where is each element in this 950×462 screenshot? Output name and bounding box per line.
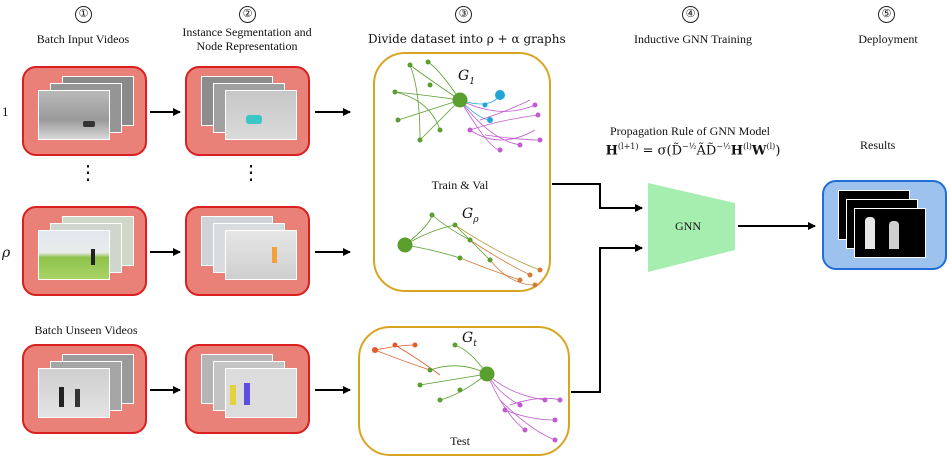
segmented-frame-snow	[225, 90, 297, 140]
results-panel	[822, 180, 947, 270]
input-video-panel-rho	[22, 206, 147, 296]
propagation-rule-title: Propagation Rule of GNN Model	[610, 124, 770, 138]
input-video-panel-1	[22, 66, 147, 156]
arrow-test-to-gnn	[571, 244, 643, 393]
segmentation-panel-rho	[185, 206, 310, 296]
segmentation-panel-1	[185, 66, 310, 156]
step4-label: Inductive GNN Training	[634, 32, 752, 46]
graph-grho-label: Gρ	[462, 206, 479, 225]
step2-number: ②	[239, 6, 256, 23]
test-label: Test	[450, 434, 470, 448]
gnn-label: GNN	[675, 219, 701, 233]
step3-label: Divide dataset into ρ + α graphs	[368, 32, 566, 46]
step1-number: ①	[75, 6, 92, 23]
test-graph-box	[358, 326, 570, 456]
row-label-rho: ρ	[2, 245, 11, 261]
results-label: Results	[860, 138, 896, 152]
graph-grho	[404, 214, 541, 286]
step5-number: ⑤	[878, 6, 895, 23]
graph-gt-label: Gt	[462, 330, 477, 349]
graph-gt	[374, 344, 561, 441]
gnn-block	[648, 183, 735, 272]
vertical-dots-col2: ⋮	[241, 162, 261, 184]
train-graph-box	[373, 52, 551, 292]
result-mask-frame	[854, 208, 926, 258]
graph-g1-label: G1	[458, 68, 475, 87]
arrow-train-to-gnn	[552, 183, 643, 212]
row-label-1: 1	[2, 104, 9, 119]
video-frame-snow	[38, 90, 110, 140]
video-frame-unseen	[38, 368, 110, 418]
train-val-label: Train & Val	[431, 178, 489, 192]
video-frame-park	[38, 230, 110, 280]
segmented-frame-park	[225, 230, 297, 280]
vertical-dots-col1: ⋮	[78, 162, 98, 184]
step3-number: ③	[455, 6, 472, 23]
step1-label: Batch Input Videos	[36, 32, 130, 46]
step4-number: ④	[682, 6, 699, 23]
step5-label: Deployment	[858, 32, 918, 46]
unseen-videos-label: Batch Unseen Videos	[34, 323, 138, 337]
propagation-formula: H(l+1) = σ(D̃−½ÃD̃−½H(l)W(l))	[605, 142, 781, 159]
segmentation-panel-unseen	[185, 344, 310, 434]
unseen-video-panel	[22, 344, 147, 434]
segmented-frame-unseen	[225, 368, 297, 418]
step2-label: Instance Segmentation and Node Represent…	[182, 25, 312, 53]
